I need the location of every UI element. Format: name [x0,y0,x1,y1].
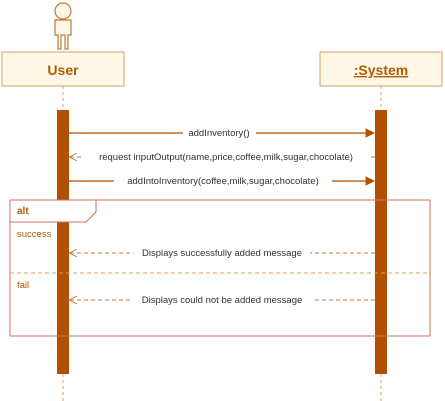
message-add-into-inventory-label: addIntoInventory(coffee,milk,sugar,choco… [127,176,319,187]
message-displays-fail-label: Displays could not be added message [142,295,303,306]
message-displays-success-label: Displays successfully added message [142,248,302,259]
participant-system-label: :System [354,62,408,78]
guard-success: success [17,229,52,240]
message-displays-success: Displays successfully added message [70,246,375,259]
message-request-input-output: request inputOutput(name,price,coffee,mi… [70,150,375,163]
message-add-inventory: addInventory() [69,126,375,139]
guard-fail: fail [17,280,29,291]
message-add-inventory-label: addInventory() [188,128,249,139]
message-add-into-inventory: addIntoInventory(coffee,milk,sugar,choco… [69,174,375,187]
alt-fragment: alt success fail [9,199,431,337]
message-displays-fail: Displays could not be added message [70,293,375,306]
participant-user: User [1,51,125,87]
activation-system [375,110,387,374]
actor-icon [54,2,72,50]
participant-user-label: User [47,62,79,78]
activation-user [57,110,69,374]
participant-system: :System [319,51,443,87]
alt-operator-label: alt [17,206,29,217]
message-request-input-output-label: request inputOutput(name,price,coffee,mi… [99,152,353,163]
